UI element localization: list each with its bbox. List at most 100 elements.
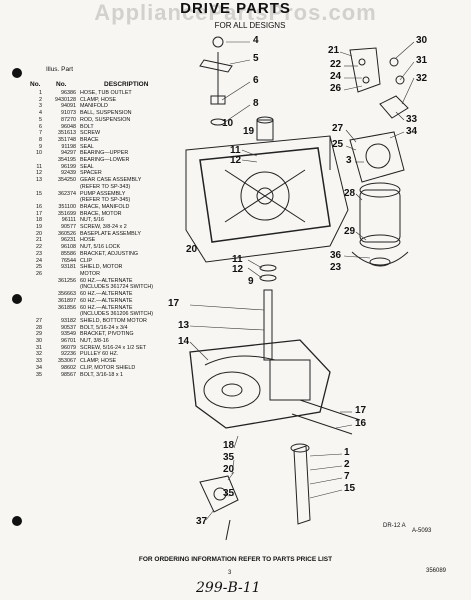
part-number: 96199 (61, 163, 76, 170)
callout-26: 26 (330, 83, 342, 94)
part-illus-no: 1 (39, 90, 42, 96)
callout-12-lower: 12 (232, 264, 244, 275)
page-number: 3 (228, 570, 232, 576)
column-header-illus-no: No. (30, 81, 41, 88)
part-number: 351748 (58, 136, 76, 143)
illus-part-label: Illus. Part (46, 66, 74, 73)
callout-22: 22 (330, 59, 342, 70)
part-illus-no: 17 (36, 210, 42, 217)
parts-row: 21 96231 HOSE (30, 237, 180, 244)
column-header-description: DESCRIPTION (104, 81, 149, 88)
part-description: SPACER (80, 170, 102, 177)
part-description: SCREW, 3/8-24 x 2 (80, 224, 127, 231)
part-illus-no: 4 (39, 110, 42, 117)
part-description: CLAMP, HOSE (80, 358, 117, 365)
part-description: PULLEY 60 HZ. (80, 351, 119, 358)
part-number: 90577 (61, 224, 76, 231)
callout-20: 20 (186, 244, 198, 255)
part-illus-no: 20 (36, 230, 42, 237)
part-illus-no: 18 (36, 217, 42, 224)
part-number: 91198 (61, 143, 76, 150)
callout-32: 32 (416, 73, 428, 84)
part-number: 361256 (58, 277, 76, 284)
callout-11-upper: 11 (230, 145, 241, 156)
part-number: 96701 (61, 338, 76, 345)
callout-35-upper: 35 (223, 452, 235, 463)
part-description: NUT, 5/16 LOCK (80, 244, 121, 251)
document-code: 356089 (426, 568, 447, 574)
part-number: 90537 (61, 324, 76, 331)
part-number: 361897 (58, 297, 76, 304)
part-number: 351613 (58, 130, 76, 137)
part-number: 354250 (58, 177, 76, 184)
part-illus-no: 5 (39, 116, 42, 123)
part-number: 360526 (58, 230, 76, 237)
part-illus-no: 30 (36, 338, 42, 345)
part-description: SHIELD, BOTTOM MOTOR (80, 317, 147, 324)
part-illus-no: 19 (36, 224, 42, 231)
parts-row: (INCLUDES 361206 SWITCH) (30, 311, 180, 318)
part-number: 94091 (61, 103, 76, 110)
callout-36: 36 (330, 250, 342, 261)
part-illus-no: 3 (39, 103, 42, 110)
callout-30: 30 (416, 35, 428, 46)
part-illus-no: 21 (36, 237, 42, 244)
part-illus-no: 10 (36, 150, 42, 157)
callout-15: 15 (344, 483, 356, 494)
part-description: BALL, SUSPENSION (80, 110, 132, 117)
part-number: 94297 (61, 150, 76, 157)
callout-11-lower: 11 (232, 254, 243, 265)
part-description: PUMP ASSEMBLY (80, 190, 126, 197)
part-number: 91073 (61, 110, 76, 117)
callout-16: 16 (355, 418, 367, 429)
reference-code: A-5093 (412, 528, 432, 534)
part-illus-no: 12 (36, 170, 42, 177)
callout-37: 37 (196, 516, 208, 527)
part-illus-no: 9 (39, 143, 42, 150)
watermark: AppliancePartsPros.com (94, 0, 377, 25)
part-description: BOLT, 3/16-18 x 1 (80, 371, 124, 378)
callout-12-upper: 12 (230, 155, 242, 166)
part-number: 93181 (61, 264, 76, 271)
part-number: 87270 (61, 116, 76, 123)
part-number: 76544 (61, 257, 76, 264)
part-description: BOLT, 5/16-24 x 3/4 (80, 324, 128, 331)
part-illus-no: 27 (36, 317, 42, 324)
part-illus-no: 25 (36, 264, 42, 271)
part-number: 98567 (61, 371, 76, 378)
part-illus-no: 2 (39, 96, 42, 103)
handwritten-note: 299-B-11 (196, 580, 261, 596)
part-illus-no: 6 (39, 123, 42, 130)
part-illus-no: 29 (36, 331, 42, 338)
part-description: SEAL (80, 143, 94, 150)
part-description: 60 HZ.—ALTERNATE (80, 304, 133, 311)
part-illus-no: 24 (36, 257, 42, 264)
part-number: 361856 (58, 304, 76, 311)
part-description: HOSE, TUB OUTLET (80, 90, 132, 96)
part-illus-no: 13 (36, 177, 42, 184)
part-number: 96231 (61, 237, 76, 244)
callout-1: 1 (344, 447, 350, 458)
part-number: 96079 (61, 344, 76, 351)
part-description: HOSE (80, 237, 96, 244)
callout-29: 29 (344, 226, 356, 237)
part-description: BRACE (80, 136, 99, 143)
part-description: BEARING—UPPER (80, 150, 129, 157)
